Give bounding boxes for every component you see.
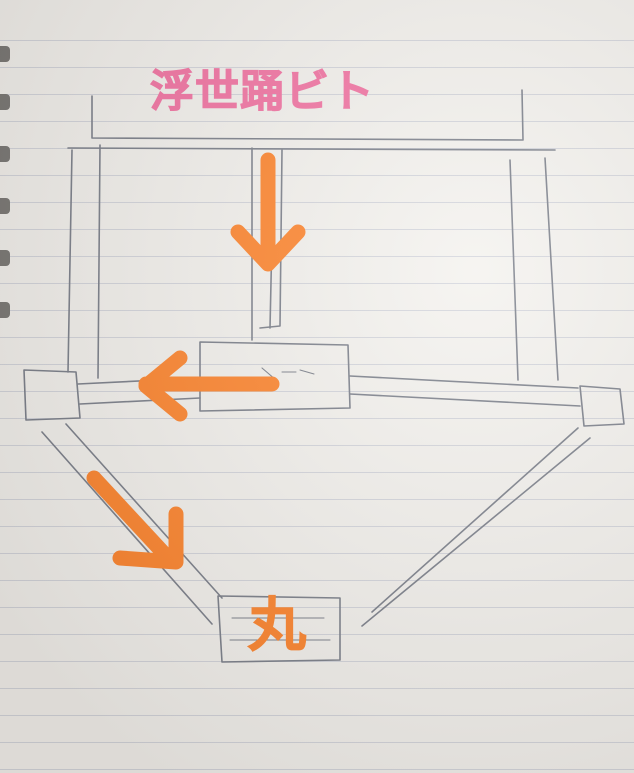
binder-hole — [0, 46, 10, 62]
bottom-box — [217, 595, 341, 663]
center-post-right — [259, 149, 283, 329]
diagonal-arrow — [86, 470, 184, 570]
binder-hole — [0, 250, 10, 266]
down-arrow — [230, 152, 306, 272]
top-bar-inner-line — [67, 147, 556, 151]
binder-hole — [0, 146, 10, 162]
binder-holes — [0, 0, 14, 773]
right-node-box — [579, 385, 625, 427]
left-arrow — [138, 350, 280, 422]
beam-lower — [79, 393, 581, 407]
bottom-box-inner-lines — [229, 617, 331, 641]
left-post-inner — [97, 144, 101, 379]
right-post-outer — [544, 157, 559, 381]
left-node-box — [23, 369, 81, 421]
title-text: 浮世踊ビト — [150, 66, 375, 118]
left-strut-inner — [65, 423, 223, 599]
right-strut-inner — [371, 427, 579, 613]
left-strut-outer — [41, 431, 213, 625]
binder-hole — [0, 94, 10, 110]
right-strut-outer — [361, 437, 591, 627]
left-post-outer — [67, 149, 73, 373]
right-post-inner — [509, 159, 519, 381]
top-bar-outline — [91, 89, 524, 141]
binder-hole — [0, 198, 10, 214]
binder-hole — [0, 302, 10, 318]
circle-label: 丸 — [247, 591, 307, 659]
